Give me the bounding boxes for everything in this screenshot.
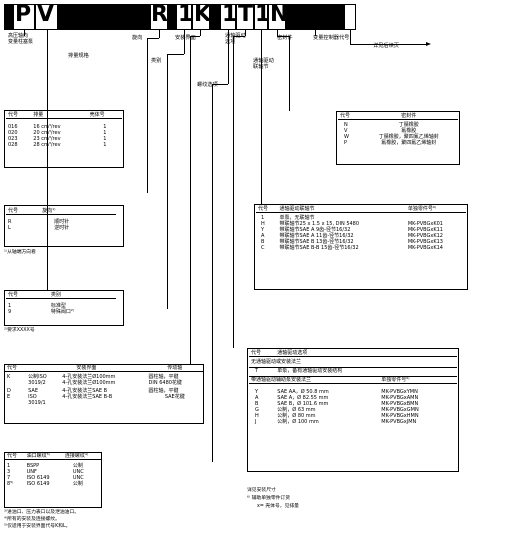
code-cell xyxy=(35,4,58,30)
category-note: ²⁾要求XXXX号 xyxy=(4,328,35,333)
label-displacement: 排量规格 xyxy=(68,53,89,59)
label-see-page: 详见后续页 xyxy=(373,43,399,49)
table-row: 3019/1 xyxy=(28,400,46,406)
thread-note: ⁴⁾所有的安装及连接螺纹。 xyxy=(4,517,60,522)
label-thread-option: 螺纹选项 xyxy=(197,82,218,88)
code-cell xyxy=(150,4,168,30)
direction-table xyxy=(4,205,124,247)
through-drive-table xyxy=(247,348,459,472)
thread-note: ³⁾进油口、压力表口以及泄油油口。 xyxy=(4,510,80,515)
label-mounting: 安装界面 xyxy=(175,35,196,41)
code-cell xyxy=(254,4,268,30)
code-letter: R xyxy=(151,2,168,27)
label-through-coupling: 通轴驱动 联轴节 xyxy=(253,58,274,70)
thread-note: ⁵⁾仅适用于安装界面代号K和L。 xyxy=(4,524,71,529)
code-bar-segment xyxy=(168,4,176,30)
code-cell xyxy=(344,4,356,30)
category-table xyxy=(4,290,124,326)
displacement-table xyxy=(4,110,124,168)
code-cell xyxy=(192,4,210,30)
arrow-right-icon xyxy=(426,42,431,46)
thread-table xyxy=(4,452,102,508)
code-bar-segment xyxy=(286,4,344,30)
label-category: 类别 xyxy=(151,58,162,64)
code-letter: P xyxy=(15,2,32,27)
col-header: 壳体号 xyxy=(87,112,122,119)
mounting-table xyxy=(4,364,204,424)
code-bar-segment xyxy=(58,4,150,30)
code-letter: 1 xyxy=(222,2,238,27)
code-cell xyxy=(236,4,254,30)
col-header: 排量 xyxy=(31,112,88,119)
code-letter: V xyxy=(37,2,55,27)
footnote: x= 壳体号，见排量 xyxy=(257,504,299,509)
label-through-option: 通轴驱动 选项 xyxy=(225,33,246,45)
col-header: 代号 xyxy=(6,112,32,119)
code-cell xyxy=(220,4,236,30)
code-letter: T xyxy=(238,2,254,27)
label-seal: 密封件 xyxy=(277,35,293,41)
code-letter: 1 xyxy=(255,2,271,27)
code-cell xyxy=(268,4,286,30)
footnote: 详见安装尺寸 xyxy=(247,488,276,493)
seal-table xyxy=(336,111,460,165)
label-controller: 变量控制器代号 xyxy=(313,35,350,41)
code-letter: N xyxy=(270,2,289,27)
label-series: 高压轴向 变量柱塞泵 xyxy=(8,33,34,45)
code-cell xyxy=(13,4,35,30)
coupling-table xyxy=(254,204,468,290)
code-letter: 1 xyxy=(178,2,194,27)
code-bar-segment xyxy=(210,4,220,30)
label-direction: 旋向 xyxy=(132,35,143,41)
footnote: ⁶⁾ 辅助单独零件订货 xyxy=(247,496,291,501)
table-row: 带通轴驱动辅助泵安装法兰单独零件号⁶⁾ xyxy=(249,376,457,384)
code-bar-segment xyxy=(4,4,13,30)
table-row: 无通轴驱动或安装法兰 xyxy=(251,359,302,365)
code-letter: K xyxy=(194,2,212,27)
code-cell xyxy=(176,4,192,30)
direction-note: ¹⁾从轴端方向看 xyxy=(4,250,36,255)
